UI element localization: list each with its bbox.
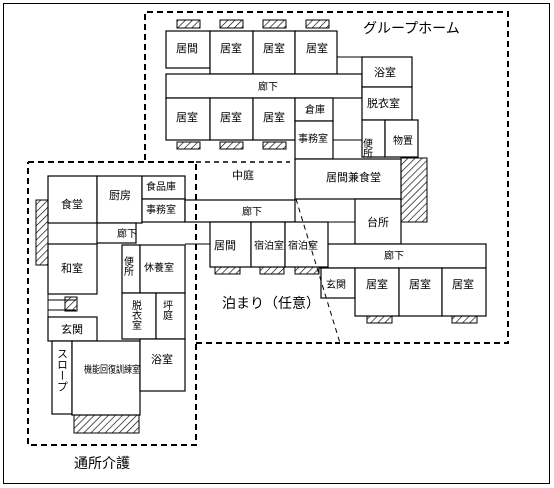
room-label: 宿泊室	[288, 239, 318, 252]
room-label: 厨房	[109, 189, 131, 202]
room-label: 和室	[61, 261, 83, 275]
room-label: 倉庫	[305, 103, 325, 116]
exterior-walls	[35, 19, 478, 434]
group-home-zone-label: グループホーム	[363, 21, 460, 37]
room-label: 居室	[263, 41, 285, 55]
room-label: 居室	[306, 41, 328, 55]
room-label: 居室	[366, 277, 388, 291]
room-label: 食堂	[61, 197, 83, 211]
day-care-zone-label: 通所介護	[74, 456, 130, 472]
room-label: 居室	[176, 110, 198, 124]
room-label: 台所	[367, 215, 389, 229]
room-label: 便所	[122, 255, 134, 277]
overnight-zone-label: 泊まり（任意）	[222, 295, 320, 312]
room-label: 廊下	[258, 80, 278, 93]
room-label: 居間兼食堂	[326, 170, 381, 184]
room-label: 脱衣室	[130, 299, 142, 330]
room-label: 玄関	[326, 278, 346, 291]
room-label: 食品庫	[146, 180, 176, 193]
room-label: 居室	[220, 41, 242, 55]
room-label: 事務室	[146, 203, 176, 216]
room-label: 玄関	[61, 322, 83, 336]
room-label: 脱衣室	[367, 96, 400, 110]
room-label: 中庭	[232, 168, 254, 182]
room-label: 居間	[214, 239, 236, 252]
room-label: 居間	[176, 42, 198, 55]
outer-frame	[3, 3, 550, 484]
room-label: 居室	[409, 277, 431, 291]
room-label: 居室	[220, 110, 242, 124]
room-label: 居室	[263, 110, 285, 124]
room-label: 宿泊室	[254, 239, 284, 252]
room-label: 廊下	[242, 205, 262, 218]
group-home-rooms	[165, 30, 487, 317]
room-label: 居室	[452, 277, 474, 291]
room-label: 機能回復訓練室	[84, 363, 140, 376]
room-label: 休養室	[144, 261, 174, 274]
room-label: 浴室	[151, 352, 173, 366]
room-label: 物置	[393, 134, 413, 147]
zone-outlines	[27, 11, 509, 446]
day-care-rooms	[47, 175, 355, 416]
room-label: 坪庭	[161, 299, 173, 321]
room-label: スロープ	[56, 348, 69, 392]
room-label: 廊下	[384, 249, 404, 262]
room-label: 浴室	[374, 65, 396, 79]
room-label: 便所	[361, 137, 373, 159]
room-label: 廊下	[117, 227, 137, 240]
room-label: 事務室	[298, 132, 328, 145]
